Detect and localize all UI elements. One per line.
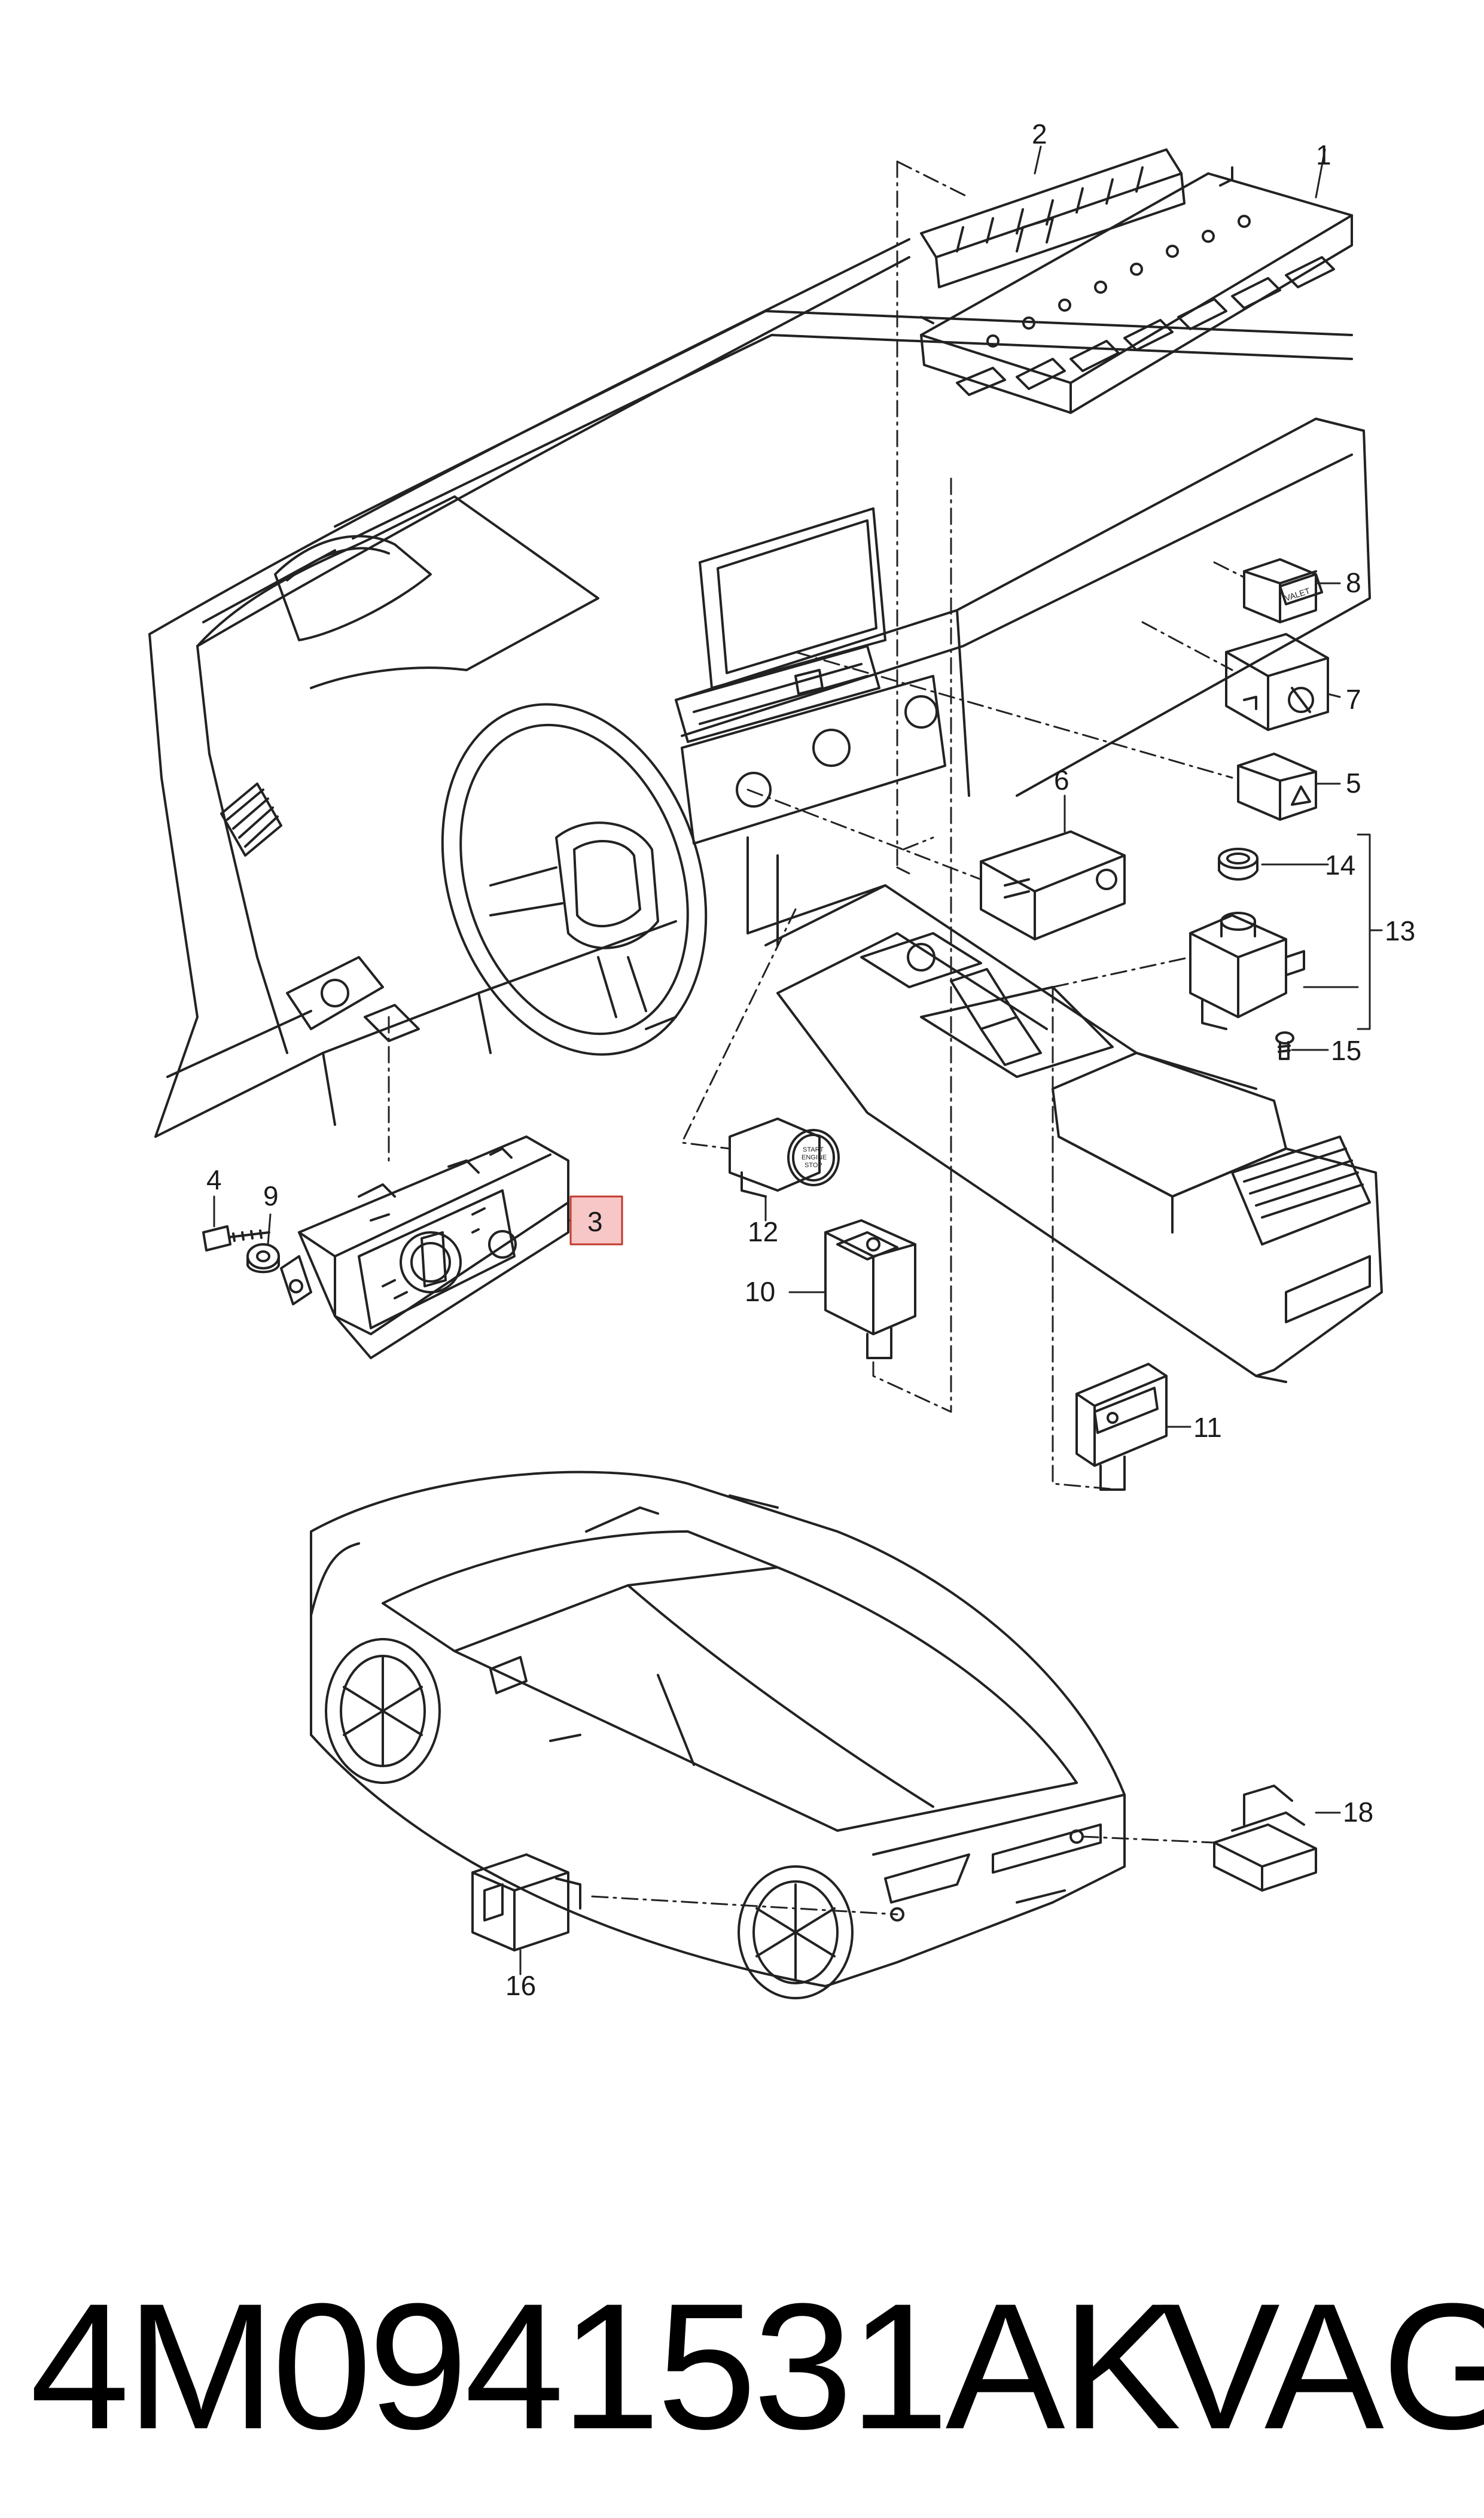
part-9-nut xyxy=(246,1243,280,1274)
callout-7: 7 xyxy=(1346,684,1361,715)
part-6-connector-module xyxy=(980,830,1126,940)
start-label: START xyxy=(803,1146,824,1153)
callout-12: 12 xyxy=(748,1216,778,1247)
callout-14: 14 xyxy=(1325,850,1355,881)
callout-4: 4 xyxy=(206,1164,222,1195)
callout-numbers: 1 2 3 4 9 8 7 5 6 14 13 15 12 10 11 16 1… xyxy=(206,118,1415,2001)
callout-9: 9 xyxy=(263,1180,279,1211)
engine-label: ENGINE xyxy=(802,1154,827,1161)
callout-15: 15 xyxy=(1331,1035,1361,1066)
callout-11: 11 xyxy=(1193,1412,1222,1443)
callout-18: 18 xyxy=(1343,1797,1373,1828)
callout-6: 6 xyxy=(1054,765,1069,796)
part-1-switch-panel xyxy=(920,166,1353,414)
exploded-parts-diagram: 1 2 3 4 9 8 7 5 6 14 13 15 12 10 11 16 1… xyxy=(148,118,1415,2001)
leader-lines xyxy=(388,160,1245,1916)
callout-2: 2 xyxy=(1032,118,1047,150)
part-15-screw xyxy=(1275,1031,1294,1060)
part-3-highlight-box xyxy=(569,1195,623,1246)
part-7-switch xyxy=(1225,633,1329,731)
part-18-switch xyxy=(1213,1785,1317,1892)
dashboard-outline xyxy=(148,238,1383,1383)
callout-8: 8 xyxy=(1346,567,1361,598)
part-3-light-switch xyxy=(280,1135,569,1359)
callout-10: 10 xyxy=(745,1276,775,1307)
part-4-screw xyxy=(202,1225,270,1252)
steering-wheel xyxy=(441,703,708,1056)
callout-16: 16 xyxy=(505,1970,536,2001)
part-14-knob-cap xyxy=(1218,848,1258,881)
callout-13: 13 xyxy=(1385,915,1415,946)
stop-label: STOP xyxy=(805,1162,822,1169)
part-13-rotary-control xyxy=(1189,912,1305,1030)
part-5-hazard-switch xyxy=(1237,753,1317,821)
part-2-trim-strip xyxy=(920,148,1186,288)
part-11-switch xyxy=(1075,1363,1168,1491)
callout-5: 5 xyxy=(1346,768,1361,799)
callout-leaders xyxy=(213,145,1383,1975)
part-10-parking-brake-switch xyxy=(824,1219,916,1359)
car-sportback xyxy=(310,1470,1126,1999)
part-footer: 4M0941531AK VAG xyxy=(0,2267,1484,2465)
part-12-start-stop-button xyxy=(729,1118,840,1198)
callout-1: 1 xyxy=(1316,139,1331,170)
part-number: 4M0941531AK xyxy=(30,2266,1181,2467)
part-8-valet-switch xyxy=(1243,558,1323,623)
brand-label: VAG xyxy=(1160,2266,1484,2467)
callout-3: 3 xyxy=(587,1206,603,1237)
part-16-switch xyxy=(471,1853,581,1951)
